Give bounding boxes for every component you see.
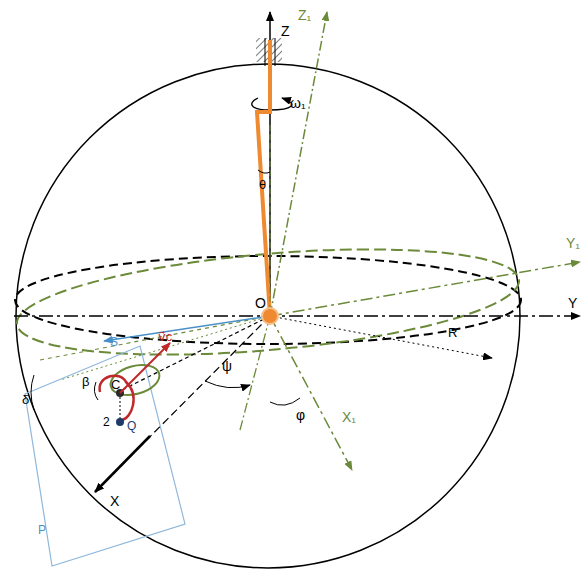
angle-label: ψ bbox=[222, 359, 232, 373]
delta-arc bbox=[31, 375, 34, 410]
origin-joint bbox=[262, 308, 278, 324]
theta-arc bbox=[258, 170, 270, 173]
point-q bbox=[116, 418, 124, 426]
point-label: C bbox=[111, 378, 120, 391]
s-vector bbox=[104, 316, 270, 341]
velocity-vector bbox=[120, 343, 170, 393]
axis-label: Y₁ bbox=[566, 236, 580, 250]
velocity-label: v⃗c bbox=[158, 330, 172, 343]
angle-label: β bbox=[82, 375, 89, 388]
axis-label: X bbox=[110, 494, 119, 508]
x1-axis bbox=[270, 316, 352, 470]
z1-axis-back bbox=[240, 316, 270, 430]
phi-arc bbox=[270, 398, 300, 405]
y1-axis-back bbox=[40, 316, 270, 360]
y-axis bbox=[14, 315, 580, 317]
support-guide bbox=[275, 38, 276, 66]
callout-number: 2 bbox=[103, 416, 110, 428]
angular-velocity-label: ω₁ bbox=[290, 96, 306, 110]
vector-label: S bbox=[110, 336, 118, 348]
axis-label: X₁ bbox=[342, 410, 356, 424]
axis-label: Z bbox=[281, 24, 290, 38]
point-label: O bbox=[255, 296, 266, 310]
rotating-rod bbox=[257, 40, 270, 316]
y1-axis bbox=[270, 262, 580, 316]
beta-arc bbox=[94, 382, 98, 400]
plane-p bbox=[25, 346, 185, 566]
support-guide bbox=[265, 38, 266, 66]
cq-line bbox=[120, 393, 121, 421]
vertical-dashed bbox=[270, 125, 271, 310]
point-label: Q bbox=[127, 420, 136, 432]
contact-curve bbox=[100, 376, 134, 420]
x-axis bbox=[95, 436, 150, 492]
axis-label: Y bbox=[568, 296, 577, 310]
axis-label: Z₁ bbox=[298, 8, 311, 22]
radius-line bbox=[270, 316, 492, 358]
angle-label: φ bbox=[296, 408, 305, 422]
wheel-ellipse bbox=[107, 360, 163, 400]
psi-arc bbox=[205, 381, 250, 388]
dimension-label: R bbox=[448, 326, 457, 339]
plane-label: P bbox=[38, 524, 46, 536]
angle-label: θ bbox=[259, 178, 266, 191]
angle-label: δ bbox=[22, 393, 29, 406]
